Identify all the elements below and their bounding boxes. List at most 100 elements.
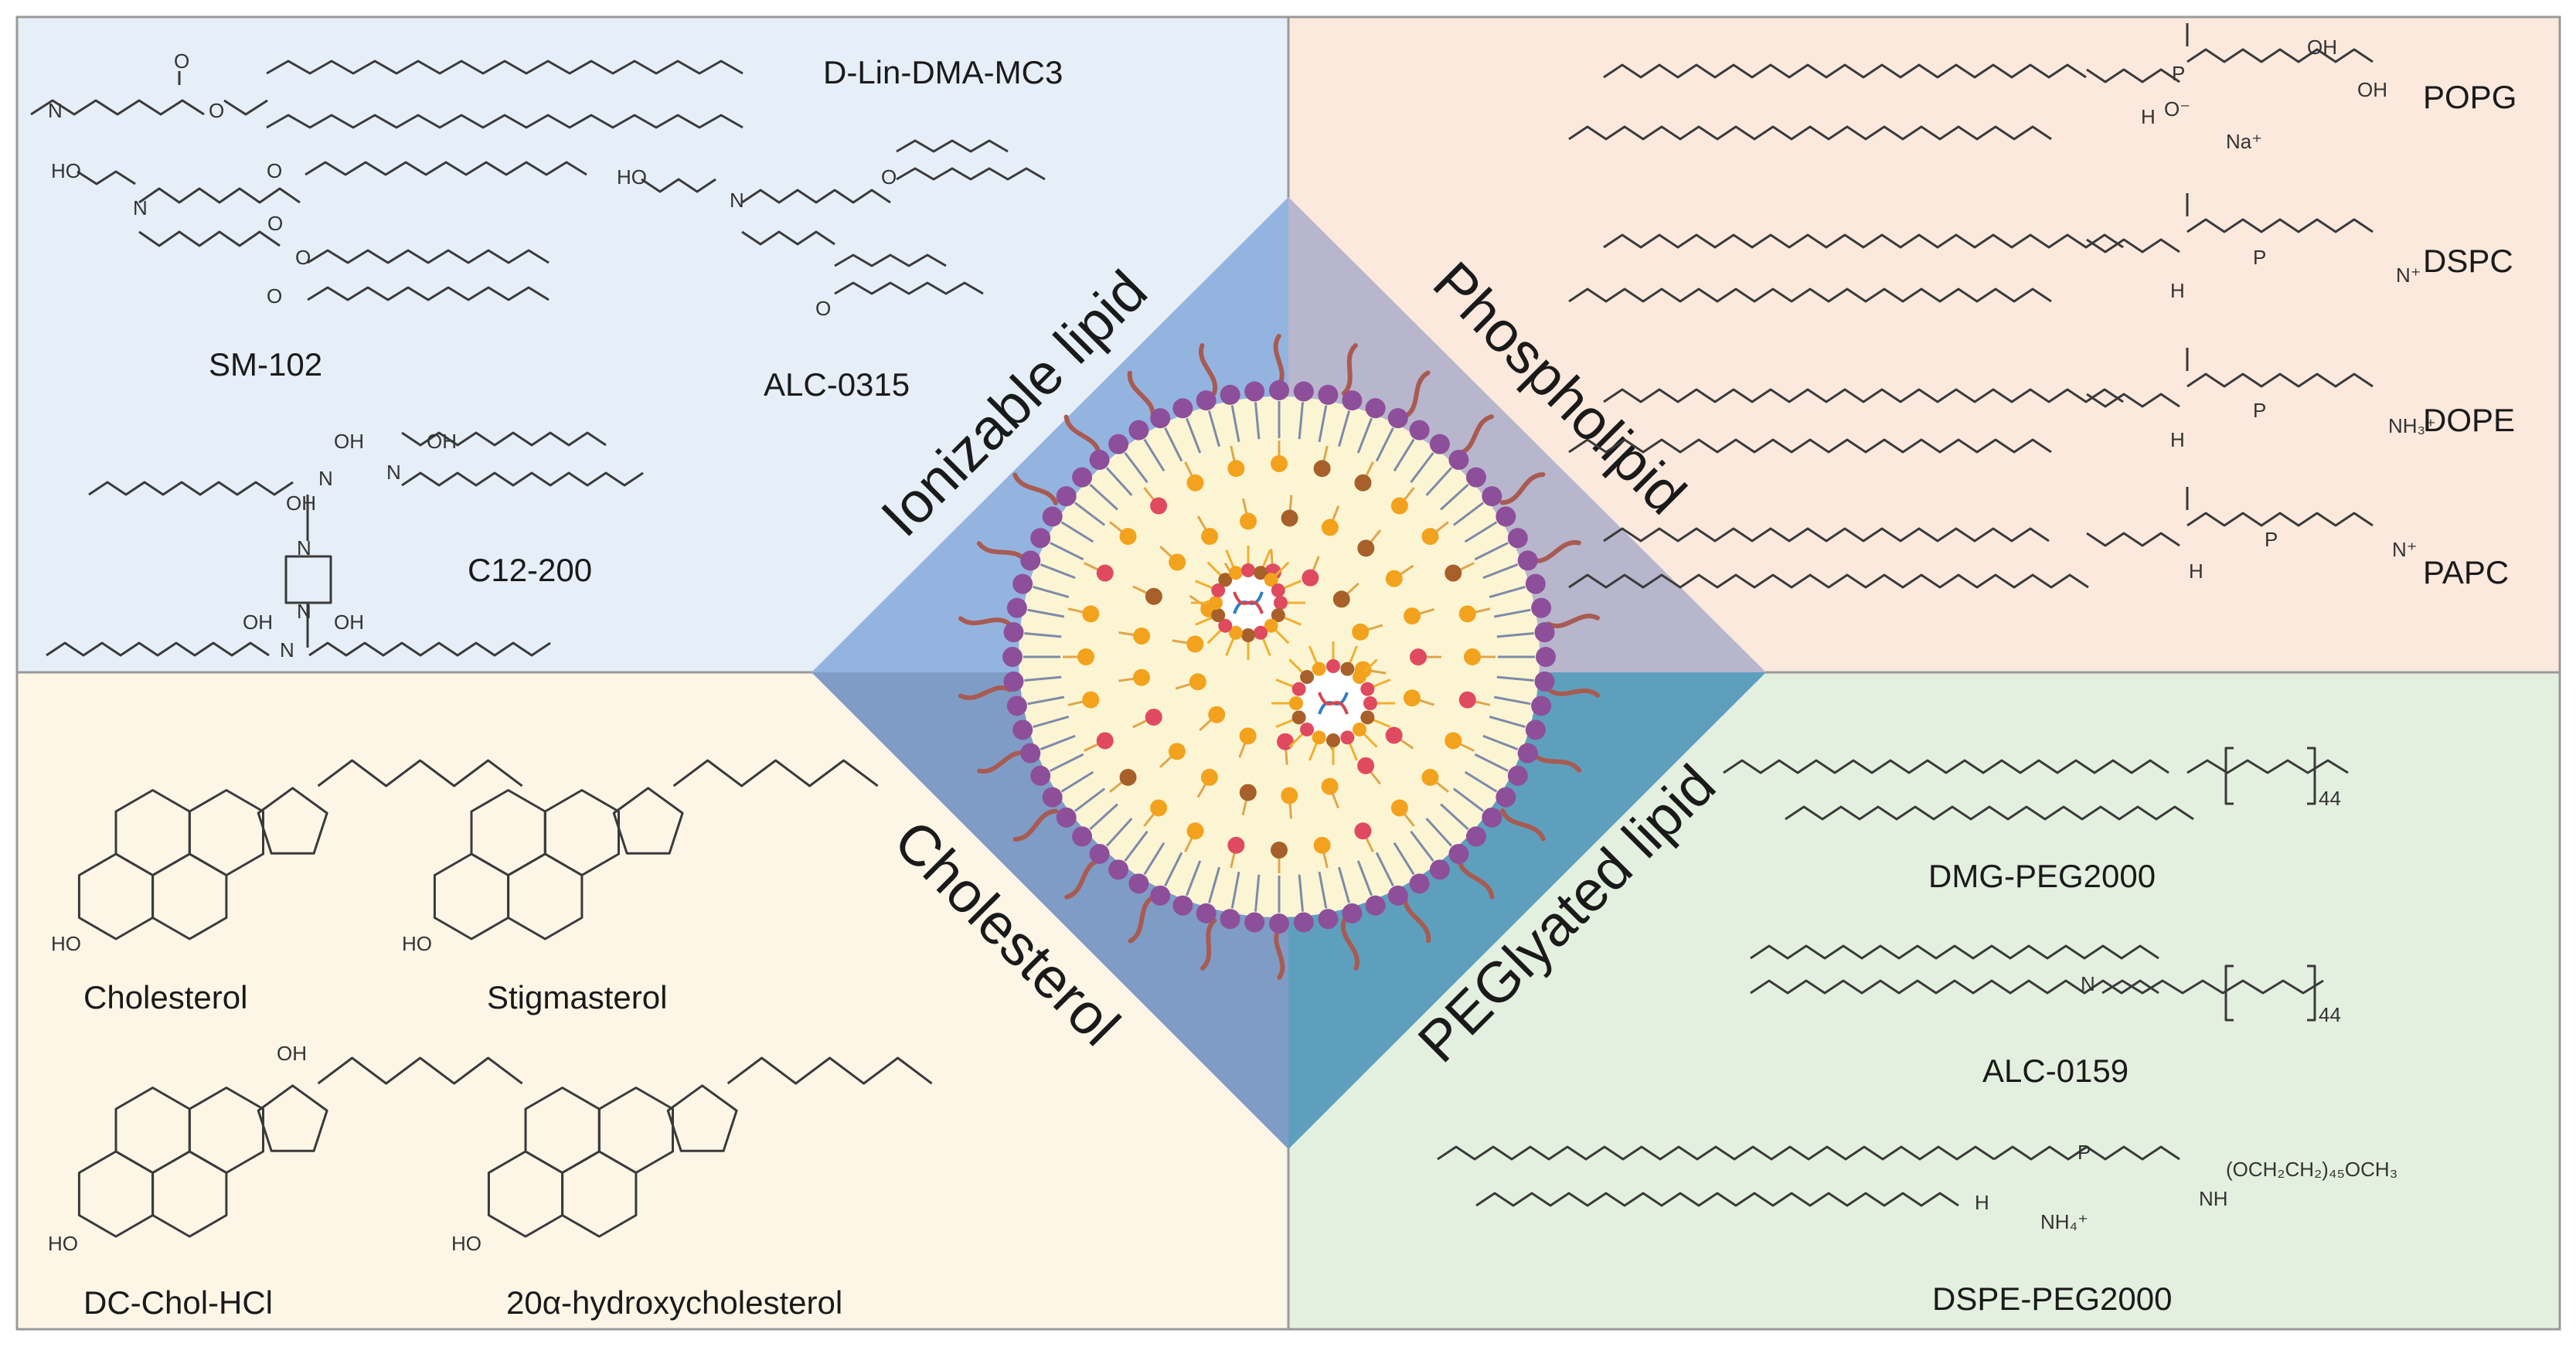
lipid-head <box>1082 691 1100 709</box>
compound-labels: D-Lin-DMA-MC3 SM-102 ALC-0315 C12-200 PO… <box>83 54 2516 1321</box>
dspe-tail-2 <box>1475 1192 1959 1207</box>
bilayer-bead <box>1269 913 1289 934</box>
bilayer-bead <box>1525 573 1546 594</box>
peg-chain <box>1198 343 1218 396</box>
lipid-tail <box>1493 608 1531 618</box>
bilayer-bead <box>1006 696 1027 716</box>
lipid-tail <box>1356 417 1373 454</box>
peg-chain <box>1546 687 1601 698</box>
lipid-tail <box>1143 842 1165 876</box>
bilayer-bead <box>1196 390 1217 411</box>
bilayer-bead <box>1293 381 1314 402</box>
dmg-peg-bracket <box>2224 747 2316 805</box>
lipid-tail <box>1298 874 1305 912</box>
bilayer-bead <box>1089 450 1110 471</box>
lipid-tail <box>1493 696 1531 706</box>
lipid-tail <box>1356 860 1373 896</box>
lipid-head <box>1150 497 1168 515</box>
lipid-tail <box>1060 770 1094 793</box>
peg-chain <box>977 750 1028 774</box>
atom-o-sm102-3: O <box>295 246 311 269</box>
lipid-head <box>1119 528 1137 546</box>
lipid-tail <box>1338 866 1351 903</box>
lipid-head <box>1264 573 1278 587</box>
lipid-head <box>1186 635 1204 653</box>
bilayer-bead <box>1365 895 1386 916</box>
atom-n-mc3: N <box>48 99 63 122</box>
bilayer-bead <box>1517 550 1538 571</box>
atom-o-mc3-ester: O <box>209 99 224 122</box>
atom-oh-popg-2: OH <box>2357 78 2387 101</box>
atom-ho-sm102: HO <box>51 159 81 182</box>
lipid-head <box>1119 768 1137 786</box>
lipid-head <box>1271 608 1285 623</box>
lipid-head <box>1208 706 1226 723</box>
dope-sn2-tail <box>1568 438 2052 454</box>
lipid-tail <box>1464 521 1498 543</box>
bilayer-bead <box>1030 765 1051 786</box>
bilayer-bead <box>1465 467 1486 488</box>
lipid-tail <box>1496 631 1534 638</box>
atom-n-c12-5: N <box>280 638 294 662</box>
lipid-head <box>1445 732 1462 750</box>
bilayer-bead <box>1517 743 1538 764</box>
bilayer-bead <box>1172 895 1193 916</box>
lipid-tail <box>1124 830 1148 862</box>
lipid-head <box>1239 784 1257 801</box>
peg-chain <box>1012 472 1058 505</box>
papc-sn2-tail <box>1568 573 2089 589</box>
lipid-head <box>1360 682 1375 696</box>
lipid-head <box>1385 726 1403 744</box>
atom-peg-dspe: (OCH₂CH₂)₄₅OCH₃ <box>2226 1158 2397 1181</box>
atom-nh4-dspe: NH₄⁺ <box>2040 1210 2088 1233</box>
dspe-head <box>1993 1145 2180 1161</box>
dope-glycerol <box>2086 393 2180 408</box>
lipid-head <box>1340 662 1355 676</box>
lipid-tail <box>1489 585 1526 598</box>
c12-tail-4 <box>46 641 270 657</box>
bilayer-bead <box>1482 486 1502 507</box>
lipid-head <box>1096 564 1114 582</box>
lipid-head <box>1264 618 1278 633</box>
dspc-glycerol <box>2086 238 2180 253</box>
atom-ho-20ahc: HO <box>451 1232 482 1255</box>
lipid-head <box>1313 460 1331 478</box>
lipid-head <box>1326 733 1340 747</box>
atom-oh-popg-1: OH <box>2307 36 2337 59</box>
bilayer-bead <box>1496 787 1516 808</box>
bilayer-bead <box>1003 622 1024 643</box>
alc0315-tail-2 <box>896 139 1009 153</box>
bilayer-bead <box>1128 873 1149 894</box>
lipid-head <box>1082 605 1100 623</box>
label-dc-chol-hcl: DC-Chol-HCl <box>83 1284 273 1321</box>
peg-chain <box>1200 917 1217 971</box>
cholesterol-ring-d <box>257 787 328 855</box>
bilayer-bead <box>1465 826 1486 847</box>
atom-n-alc0315: N <box>730 189 744 212</box>
bilayer-bead <box>1531 597 1552 618</box>
atom-n-alc0159: N <box>2081 972 2095 995</box>
atom-o-alc0315-1: O <box>881 165 897 189</box>
atom-o-minus-popg: O⁻ <box>2164 97 2190 121</box>
dna-strand <box>1233 591 1264 614</box>
atom-h-dspe: H <box>1975 1191 1989 1214</box>
bilayer-bead <box>1244 381 1265 402</box>
lipid-tail <box>1024 631 1062 638</box>
bilayer-bead <box>1482 807 1502 828</box>
papc-sn1-tail <box>1603 527 2050 543</box>
peg-chain <box>1012 808 1059 842</box>
bilayer-bead <box>1072 467 1093 488</box>
lipid-head <box>1326 659 1340 673</box>
lipid-head <box>1321 777 1339 795</box>
lipid-tail <box>1033 716 1070 729</box>
bilayer-bead <box>1534 671 1555 692</box>
label-sm-102: SM-102 <box>209 346 322 383</box>
bilayer-bead <box>1318 384 1339 405</box>
label-d-lin-dma-mc3: D-Lin-DMA-MC3 <box>823 54 1063 90</box>
atom-h-popg: H <box>2141 105 2156 128</box>
c12-tail-1 <box>88 481 294 496</box>
lipid-tail <box>1425 467 1453 496</box>
atom-labels: N O O HO N O O O O HO N O O OH N OH N OH… <box>48 36 2436 1255</box>
peg-chain <box>1340 917 1360 971</box>
